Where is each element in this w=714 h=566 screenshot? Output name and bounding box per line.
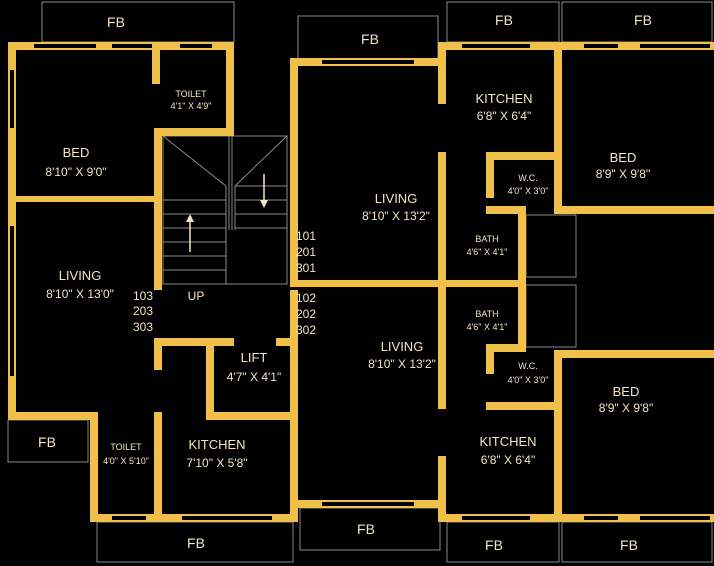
fb-label: FB: [361, 31, 379, 47]
room-size: 6'8" X 6'4": [481, 453, 535, 467]
wall-living-right-bottom: [438, 287, 446, 409]
fb-label: FB: [620, 537, 638, 553]
room-name: W.C.: [518, 361, 538, 371]
wall-bed-top-bottom: [554, 206, 714, 214]
flat-number: 301: [296, 261, 316, 275]
room-size: 4'0" X 3'0": [508, 186, 549, 196]
room-name: UP: [188, 289, 205, 303]
room-size: 4'7" X 4'1": [227, 370, 281, 384]
room-size: 4'6" X 4'1": [467, 247, 508, 257]
wall-toilet2-right: [154, 412, 162, 522]
wall-toilet2-left: [90, 412, 98, 522]
flat-number: 302: [296, 323, 316, 337]
wall-bath-top: [486, 206, 526, 214]
room-size: 4'1" X 4'9": [171, 101, 212, 111]
room-size: 4'6" X 4'1": [467, 322, 508, 332]
flat-number: 202: [296, 307, 316, 321]
room-size: 6'8" X 6'4": [477, 109, 531, 123]
room-name: TOILET: [175, 89, 207, 99]
fb-label: FB: [634, 12, 652, 28]
wall-mid-left-top: [290, 58, 298, 280]
room-name: BATH: [475, 309, 498, 319]
wall-toilet-right: [226, 42, 234, 132]
room-name: W.C.: [518, 173, 538, 183]
fb-labels: FB FB FB FB FB FB FB FB FB: [38, 12, 652, 553]
flat-number: 203: [133, 304, 153, 318]
wall-wc-top: [486, 152, 562, 160]
room-name: KITCHEN: [475, 91, 532, 106]
room-name: BATH: [475, 234, 498, 244]
fb-label: FB: [495, 12, 513, 28]
room-name: BED: [63, 145, 90, 160]
room-name: KITCHEN: [479, 434, 536, 449]
fb-label: FB: [107, 14, 125, 30]
room-name: LIVING: [375, 191, 418, 206]
flat-number: 303: [133, 320, 153, 334]
room-size: 8'9" X 9'8": [599, 401, 653, 415]
wall-mid-divider: [290, 280, 526, 287]
wall-bottom-right: [438, 514, 714, 522]
room-labels: BED 8'10" X 9'0" TOILET 4'1" X 4'9" LIVI…: [45, 89, 653, 470]
wall-stair-left: [154, 128, 162, 290]
room-size: 8'9" X 9'8": [596, 167, 650, 181]
wall-left-bottom: [8, 412, 98, 420]
wall-stair-top: [154, 128, 234, 136]
room-size: 4'0" X 5'10": [103, 456, 149, 466]
wall-mid-left-bottom: [290, 290, 298, 514]
room-size: 4'0" X 3'0": [508, 375, 549, 385]
room-size: 8'10" X 13'2": [362, 209, 430, 223]
wall-bed2-top: [554, 350, 714, 358]
room-name: TOILET: [110, 442, 142, 452]
room-size: 8'10" X 9'0": [45, 165, 106, 179]
wall-bed-living: [8, 196, 154, 202]
wall-bed2-left: [554, 350, 562, 522]
wall-lift-top-right: [276, 338, 298, 346]
wall-bath-right: [518, 206, 526, 352]
fb-label: FB: [357, 521, 375, 537]
room-name: LIVING: [59, 268, 102, 283]
room-size: 8'10" X 13'0": [46, 287, 114, 301]
room-size: 8'10" X 13'2": [368, 357, 436, 371]
wall-wc2-bottom: [486, 402, 562, 410]
wall-toilet-left: [152, 46, 160, 84]
flat-number: 201: [296, 245, 316, 259]
room-name: BED: [610, 150, 637, 165]
wall-kitchen-top-left: [438, 42, 446, 104]
wall-lift-bottom: [206, 412, 298, 420]
fb-label: FB: [38, 434, 56, 450]
room-name: LIVING: [381, 339, 424, 354]
flat-number: 103: [133, 289, 153, 303]
fb-label: FB: [187, 535, 205, 551]
wall-wc-left: [486, 152, 494, 198]
flat-numbers: 103 203 303 101 201 301 102 202 302: [133, 229, 316, 337]
flat-number: 101: [296, 229, 316, 243]
room-name: LIFT: [241, 350, 268, 365]
wall-wc2-left: [486, 352, 494, 374]
wall-lift-top-left: [154, 338, 234, 346]
fb-label: FB: [485, 537, 503, 553]
windows: [10, 44, 710, 520]
wall-bed-top-left: [554, 42, 562, 212]
room-name: KITCHEN: [188, 437, 245, 452]
wall-living-right-top: [438, 152, 446, 280]
wall-lift-left: [206, 338, 214, 420]
room-size: 7'10" X 5'8": [186, 456, 247, 470]
room-name: BED: [613, 384, 640, 399]
staircase: [162, 135, 288, 285]
flat-number: 102: [296, 291, 316, 305]
wall-top-right: [438, 42, 714, 50]
wall-bath2-bottom: [486, 344, 526, 352]
wall-kitchen2-left: [438, 456, 446, 522]
wall-left-lower-stub: [154, 338, 162, 370]
